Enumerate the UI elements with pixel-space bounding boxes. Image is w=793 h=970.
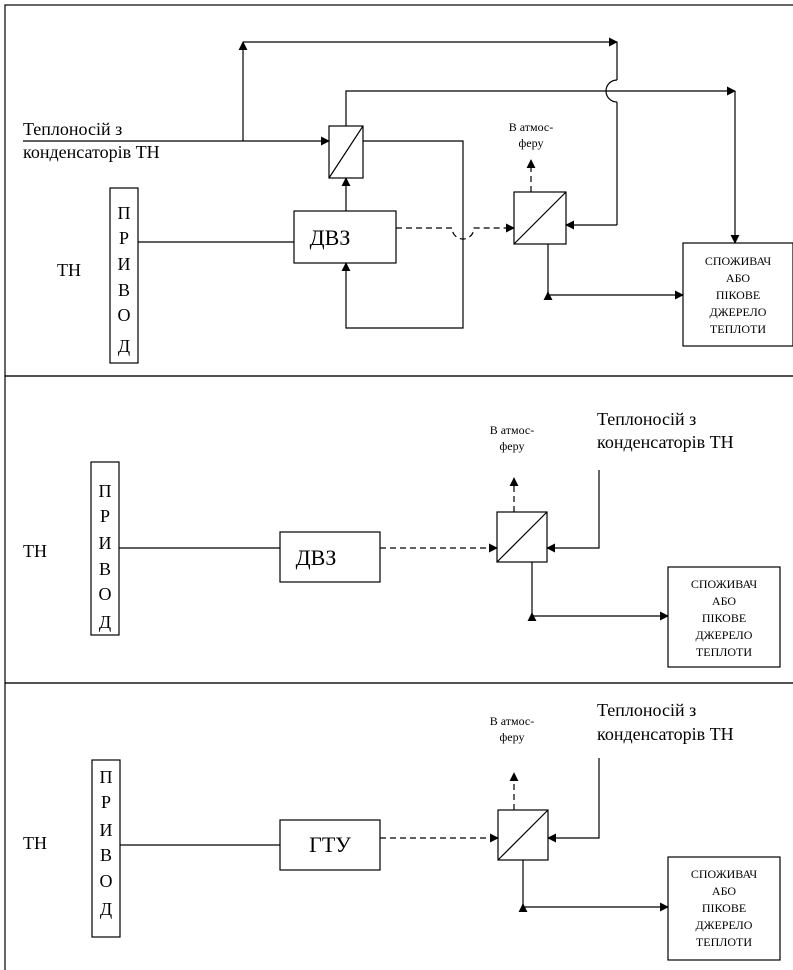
heat-source-label: Теплоносій з — [597, 700, 696, 720]
drive-letter: И — [118, 254, 131, 274]
drive-letter: Р — [100, 506, 110, 526]
drive-letter: Р — [119, 228, 129, 248]
consumer-line: АБО — [712, 884, 736, 898]
th-label: ТН — [23, 833, 47, 853]
consumer-line: ДЖЕРЕЛО — [696, 918, 753, 932]
consumer-line: СПОЖИВАЧ — [691, 867, 758, 881]
exhaust-lines — [380, 477, 519, 553]
consumer-line: АБО — [712, 594, 736, 608]
drive-letter: В — [118, 280, 130, 300]
drive-letter: И — [99, 533, 112, 553]
atmosphere-label: В атмос- — [509, 120, 553, 134]
heat-source-label: Теплоносій з — [23, 119, 122, 139]
panel-2: П Р И В О Д ТН ДВЗ СПОЖИВАЧ АБО ПІКОВЕ Д… — [23, 409, 781, 668]
th-label: ТН — [57, 260, 81, 280]
consumer-line: ПІКОВЕ — [702, 901, 746, 915]
th-label: ТН — [23, 541, 47, 561]
drive-letter: О — [118, 305, 131, 325]
engine-box — [279, 531, 381, 583]
engine-label: ГТУ — [309, 832, 351, 857]
connection-lines — [23, 37, 740, 329]
drive-letter: Д — [100, 899, 112, 919]
atmosphere-label: В атмос- — [490, 423, 534, 437]
consumer-line: СПОЖИВАЧ — [705, 254, 772, 268]
atmosphere-label: феру — [500, 439, 525, 453]
engine-label: ДВЗ — [310, 225, 351, 250]
consumer-line: ТЕПЛОТИ — [696, 935, 752, 949]
consumer-line: ТЕПЛОТИ — [710, 322, 766, 336]
exhaust-lines — [380, 772, 519, 843]
connection-lines — [119, 470, 669, 622]
panel-1: П Р И В О Д ТН ДВЗ СПОЖИВАЧ АБО ПІКОВЕ Д… — [23, 37, 793, 364]
consumer-box — [667, 566, 781, 668]
connection-lines — [120, 758, 669, 913]
consumer-line: ТЕПЛОТИ — [696, 645, 752, 659]
drive-letter: Д — [118, 336, 130, 356]
consumer-box — [667, 856, 781, 961]
drive-letter: И — [100, 820, 113, 840]
drive-letter: Д — [99, 612, 111, 632]
drive-letter: В — [100, 845, 112, 865]
drive-box — [91, 759, 121, 938]
atmosphere-label: В атмос- — [490, 714, 534, 728]
drive-letter: Р — [101, 792, 111, 812]
atmosphere-label: феру — [519, 136, 544, 150]
drive-letter: В — [99, 559, 111, 579]
panel-3: П Р И В О Д ТН ГТУ СПОЖИВАЧ АБО ПІКОВЕ Д… — [23, 700, 781, 961]
drive-letter: П — [100, 767, 113, 787]
consumer-line: ПІКОВЕ — [716, 288, 760, 302]
panel-frames — [4, 4, 793, 970]
drive-letter: П — [99, 481, 112, 501]
drive-letter: О — [100, 871, 113, 891]
heat-source-label: конденсаторів ТН — [597, 432, 734, 452]
drive-letter: П — [118, 203, 131, 223]
engine-box — [279, 819, 381, 871]
heat-source-label: конденсаторів ТН — [23, 142, 160, 162]
atmosphere-label: феру — [500, 730, 525, 744]
consumer-line: АБО — [726, 271, 750, 285]
heat-source-label: конденсаторів ТН — [597, 724, 734, 744]
drive-box — [90, 461, 120, 636]
exhaust-lines — [396, 159, 536, 240]
consumer-line: ДЖЕРЕЛО — [710, 305, 767, 319]
consumer-line: ДЖЕРЕЛО — [696, 628, 753, 642]
engine-label: ДВЗ — [296, 545, 337, 570]
drive-letter: О — [99, 584, 112, 604]
drive-box — [109, 187, 139, 364]
heat-source-label: Теплоносій з — [597, 409, 696, 429]
consumer-box — [682, 242, 793, 347]
consumer-line: СПОЖИВАЧ — [691, 577, 758, 591]
consumer-line: ПІКОВЕ — [702, 611, 746, 625]
